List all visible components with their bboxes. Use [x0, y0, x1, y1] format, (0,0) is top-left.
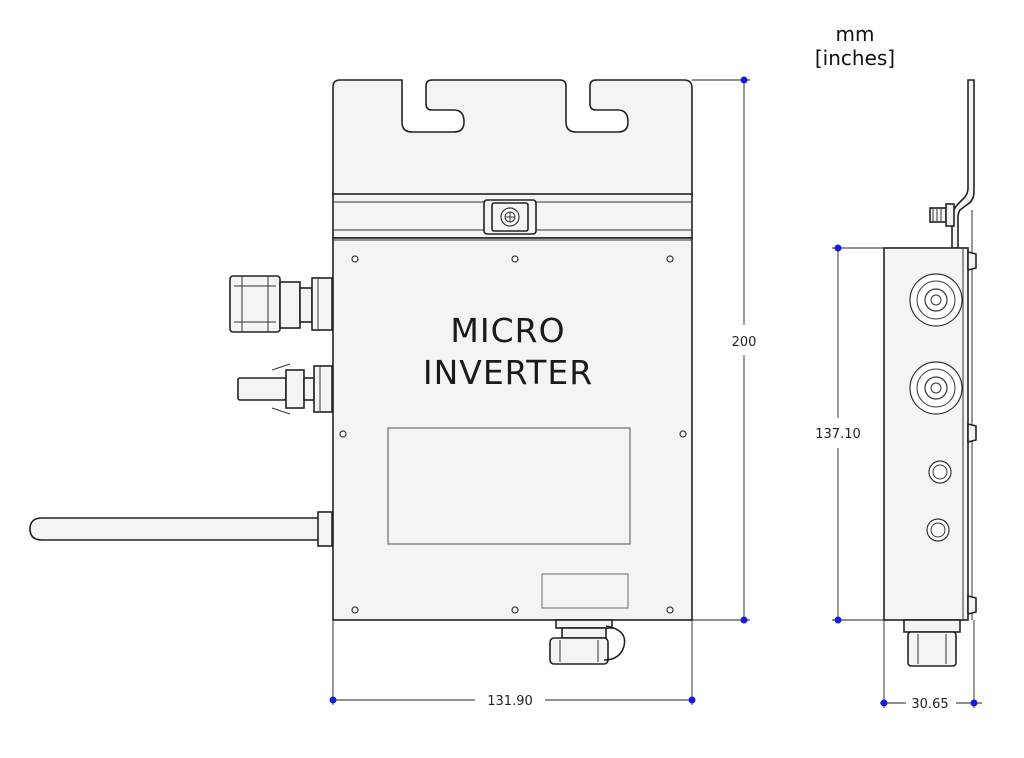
side-dimension-lines — [832, 247, 982, 708]
units-primary: mm — [835, 22, 875, 46]
front-view: MICRO INVERTER 200 131.90 — [29, 76, 757, 709]
side-view: 137.10 30.65 — [815, 79, 982, 712]
label-micro: MICRO — [450, 311, 565, 350]
label-inverter: INVERTER — [423, 353, 593, 392]
dim-point — [970, 699, 978, 707]
dc-connector-top — [229, 275, 333, 333]
side-ac-connector — [903, 619, 961, 667]
nameplate-panel — [387, 427, 631, 545]
dim-height-137: 137.10 — [815, 427, 861, 442]
dim-point — [688, 696, 696, 704]
antenna — [29, 511, 333, 547]
ac-output-connector — [549, 619, 626, 665]
dim-point — [329, 696, 337, 704]
side-bracket — [951, 79, 975, 249]
screw-icon — [500, 207, 520, 227]
units-legend: mm [inches] — [790, 22, 920, 70]
dim-height-200: 200 — [732, 335, 757, 350]
housing-holes — [339, 255, 687, 614]
side-connector-bottom — [909, 361, 963, 415]
dim-point — [740, 76, 748, 84]
dim-point — [834, 616, 842, 624]
side-port — [928, 460, 952, 484]
bolt-icon — [929, 203, 955, 227]
mounting-rail — [332, 193, 693, 239]
dim-point — [834, 244, 842, 252]
dim-depth-30: 30.65 — [911, 697, 948, 712]
dim-point — [880, 699, 888, 707]
side-port — [926, 518, 950, 542]
dim-width-131: 131.90 — [487, 694, 533, 709]
dc-connector-bottom — [237, 363, 333, 415]
mounting-bracket — [332, 79, 693, 197]
units-secondary: [inches] — [814, 46, 896, 70]
serial-label-panel — [541, 573, 629, 609]
side-connector-top — [909, 273, 963, 327]
dim-point — [740, 616, 748, 624]
front-dimension-lines — [332, 79, 750, 705]
